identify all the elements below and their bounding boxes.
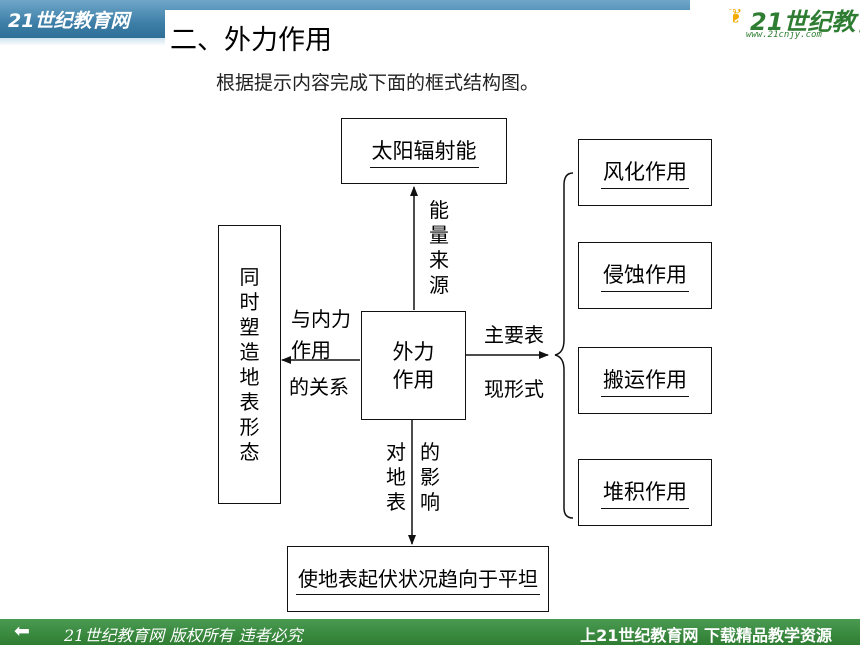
footer-copyright: 21世纪教育网 版权所有 违者必究 [64, 626, 303, 645]
energy-source-label: 能量来源 [429, 198, 449, 297]
transport-box: 搬运作用 [578, 347, 712, 414]
main-forms-label-line1: 主要表 [484, 323, 544, 347]
landform-shaping-box: 同时塑造地表形态 [218, 225, 281, 504]
footer-download-link[interactable]: 上21世纪教育网 下载精品教学资源 [580, 626, 832, 645]
surface-effect-text: 使地表起伏状况趋向于平坦 [296, 563, 540, 595]
erosion-box: 侵蚀作用 [578, 242, 712, 309]
section-title: 二、外力作用 [170, 25, 332, 56]
main-forms-label-line2: 现形式 [484, 377, 544, 401]
relation-label-line1: 与内力 [291, 307, 351, 331]
effect-label-left: 对地表 [386, 440, 406, 514]
external-force-box: 外力 作用 [361, 311, 466, 420]
energy-source-box: 太阳辐射能 [341, 118, 507, 184]
relation-label-line3: 的关系 [289, 375, 349, 399]
logo-text: 21世纪教育 [750, 8, 860, 36]
brand-title: 21世纪教育网 [8, 10, 130, 32]
effect-label-right: 的影响 [420, 440, 440, 514]
surface-effect-box: 使地表起伏状况趋向于平坦 [287, 546, 549, 612]
back-arrow-icon[interactable]: ⬅ [14, 620, 30, 642]
instruction-text: 根据提示内容完成下面的框式结构图。 [216, 72, 540, 94]
weathering-box: 风化作用 [578, 139, 712, 206]
landform-shaping-text: 同时塑造地表形态 [239, 264, 260, 464]
weathering-text: 风化作用 [601, 156, 689, 189]
deposition-text: 堆积作用 [601, 476, 689, 509]
external-force-text: 外力 作用 [392, 339, 435, 392]
brace-forms [554, 172, 574, 519]
logo-url: www.21cnjy.com [746, 30, 822, 40]
erosion-text: 侵蚀作用 [601, 259, 689, 292]
energy-source-text: 太阳辐射能 [369, 135, 479, 168]
footer-bar: ⬅ 21世纪教育网 版权所有 违者必究 上21世纪教育网 下载精品教学资源 [0, 619, 860, 645]
transport-text: 搬运作用 [601, 364, 689, 397]
deposition-box: 堆积作用 [578, 459, 712, 526]
relation-label-line2: 作用 [291, 338, 331, 362]
